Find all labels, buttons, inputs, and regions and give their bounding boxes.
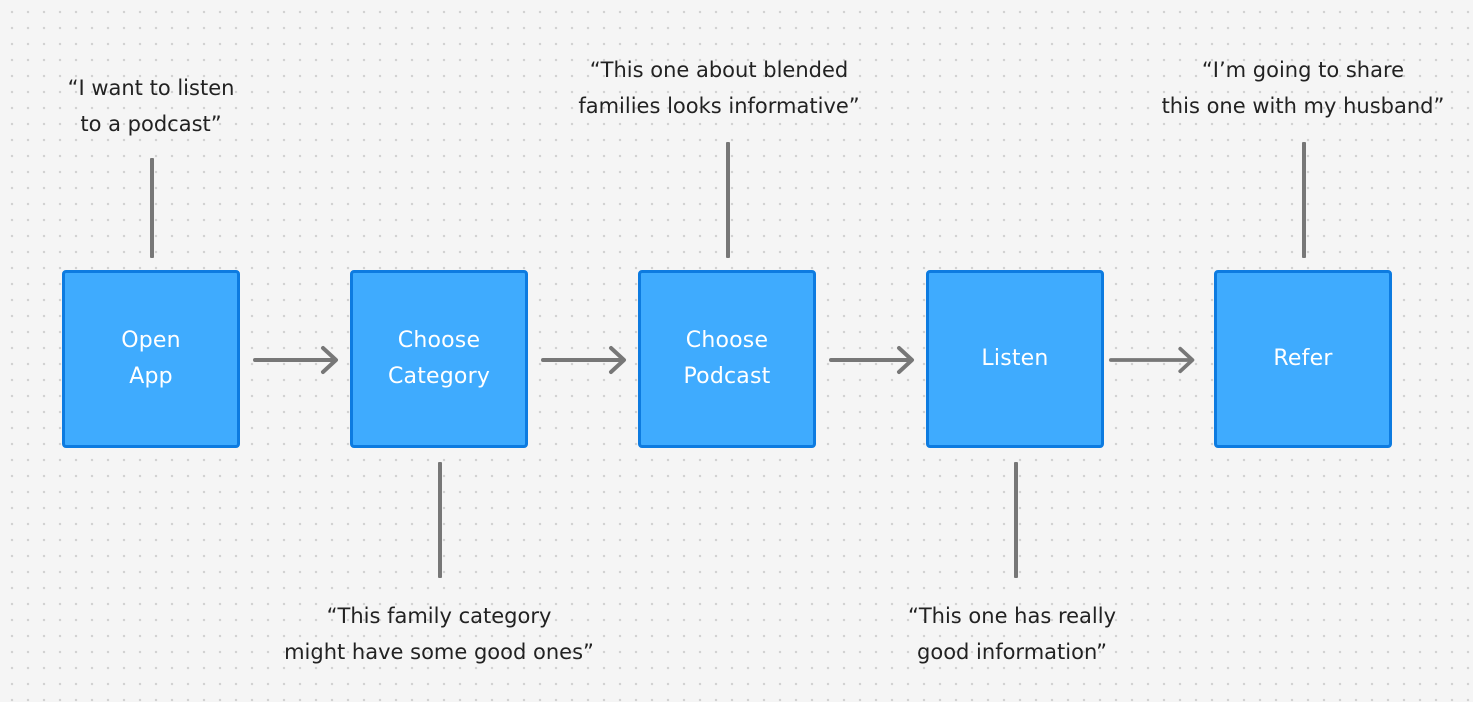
arrow-right-icon xyxy=(541,346,626,374)
connector-choose-podcast xyxy=(726,142,730,258)
connector-open-app xyxy=(150,158,154,258)
arrow-right-icon xyxy=(829,346,914,374)
step-choose-podcast[interactable]: Choose Podcast xyxy=(638,270,816,448)
connector-refer xyxy=(1302,142,1306,258)
step-label: Choose Podcast xyxy=(683,328,771,389)
step-label: Refer xyxy=(1273,346,1333,371)
quote-open-app: “I want to listen to a podcast” xyxy=(67,76,235,136)
connector-listen xyxy=(1014,462,1018,578)
quote-refer: “I’m going to share this one with my hus… xyxy=(1161,58,1445,118)
connector-choose-category xyxy=(438,462,442,578)
step-label: Open App xyxy=(121,328,181,389)
step-open-app[interactable]: Open App xyxy=(62,270,240,448)
step-refer[interactable]: Refer xyxy=(1214,270,1392,448)
quote-listen: “This one has really good information” xyxy=(907,604,1117,664)
step-listen[interactable]: Listen xyxy=(926,270,1104,448)
quote-choose-category: “This family category might have some go… xyxy=(284,604,594,664)
step-label: Listen xyxy=(981,346,1049,371)
step-choose-category[interactable]: Choose Category xyxy=(350,270,528,448)
step-label: Choose Category xyxy=(387,328,491,389)
quote-choose-podcast: “This one about blended families looks i… xyxy=(578,58,860,118)
arrow-right-icon xyxy=(1109,346,1195,374)
arrow-right-icon xyxy=(253,346,338,374)
